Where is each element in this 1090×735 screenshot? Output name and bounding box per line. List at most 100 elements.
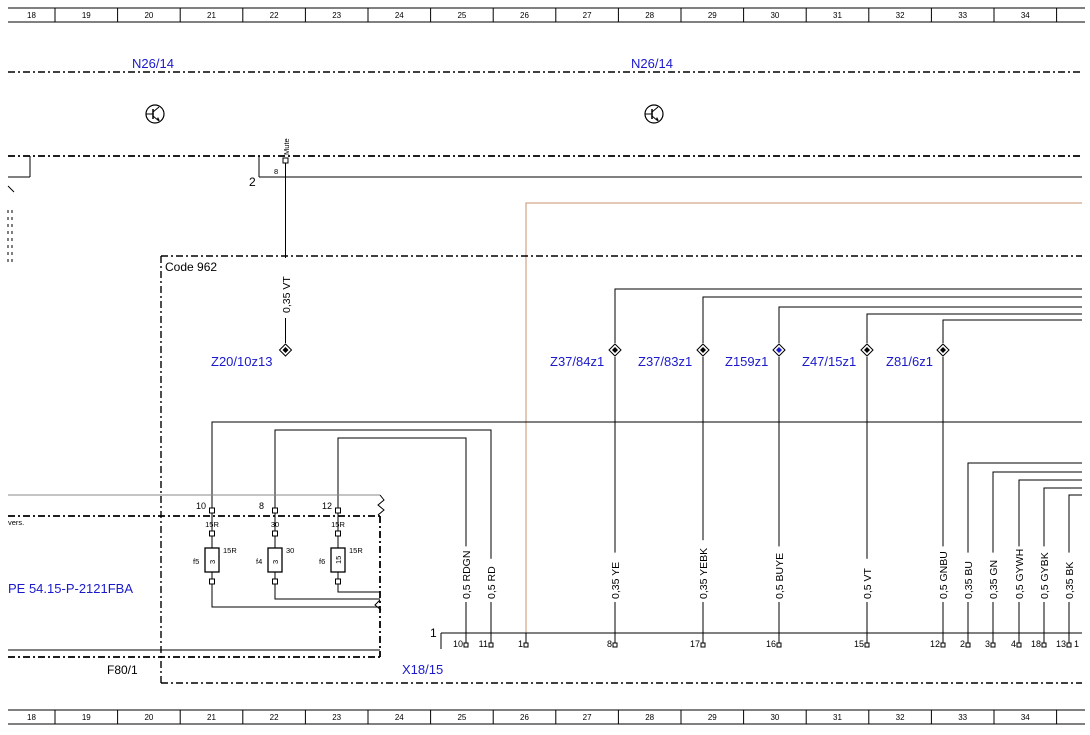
fuse-rating: 30 xyxy=(286,546,294,555)
splice-label: Z20/10z13 xyxy=(211,354,272,369)
splice-z81-6z1[interactable]: Z81/6z1 xyxy=(886,343,950,369)
connector-pin-terminal xyxy=(940,642,946,648)
ruler-label: 32 xyxy=(896,11,905,20)
ruler-label: 20 xyxy=(144,11,153,20)
ruler-label: 28 xyxy=(645,713,654,722)
ruler-label: 21 xyxy=(207,11,216,20)
fuse-name: f6 xyxy=(319,557,325,566)
ruler-label: 19 xyxy=(82,713,91,722)
splice-z159z1[interactable]: Z159z1 xyxy=(725,343,786,369)
ruler-label: 32 xyxy=(896,713,905,722)
bottom-ruler xyxy=(8,709,1085,725)
ruler-label: 23 xyxy=(332,11,341,20)
splice-z37-83z1[interactable]: Z37/83z1 xyxy=(638,343,710,369)
fuse-bus-wire xyxy=(211,584,380,608)
connector-pin-number: 2 xyxy=(960,639,965,649)
fuse-terminal xyxy=(272,530,278,537)
mute-pin-terminal xyxy=(282,157,289,164)
splice-label: Z81/6z1 xyxy=(886,354,933,369)
fuse-pin-terminal xyxy=(272,507,278,514)
connector-pin-terminal xyxy=(864,642,870,648)
connector-pin-number: 1 xyxy=(518,639,523,649)
fuse-inner-label: 3 xyxy=(208,560,217,564)
ruler-label: 26 xyxy=(520,11,529,20)
ruler-label: 18 xyxy=(27,11,36,20)
fuse-inner-label: 3 xyxy=(271,560,280,564)
fuse-rating: 15R xyxy=(349,546,363,555)
connector-pin-number: 3 xyxy=(985,639,990,649)
ruler-label: 22 xyxy=(270,11,279,20)
wire-label: 0,35 BU xyxy=(963,561,975,599)
pin-2-label: 2 xyxy=(249,175,256,189)
splice-label: Z159z1 xyxy=(725,354,768,369)
connector-pin-terminal xyxy=(1016,642,1022,648)
splice-z37-84z1[interactable]: Z37/84z1 xyxy=(550,343,622,369)
ruler-label: 30 xyxy=(770,11,779,20)
wire-label: 0,35 YE xyxy=(610,562,622,599)
wire-label: 0,35 GN xyxy=(988,560,1000,599)
fuse-feed-wires xyxy=(211,421,1082,642)
fuse-box-border xyxy=(8,494,385,658)
splice-label: Z37/84z1 xyxy=(550,354,604,369)
fuse-rating: 15R xyxy=(223,546,237,555)
connector-pin-number: 15 xyxy=(854,639,864,649)
wire-label: 0,5 RD xyxy=(486,566,498,599)
ruler-label: 27 xyxy=(583,713,592,722)
fuse-terminal xyxy=(335,578,341,585)
left-module-fragment: vers. xyxy=(8,518,24,527)
ruler-label: 25 xyxy=(457,713,466,722)
ruler-label: 33 xyxy=(958,713,967,722)
mute-label: Mute xyxy=(282,138,291,155)
fuse-pin-number: 12 xyxy=(322,501,332,511)
ruler-label: 22 xyxy=(270,713,279,722)
ruler-label: 34 xyxy=(1021,713,1030,722)
ruler-label: 18 xyxy=(27,713,36,722)
connector-pin-number: 17 xyxy=(690,639,700,649)
n26-label-left[interactable]: N26/14 xyxy=(132,56,174,71)
ruler-label: 21 xyxy=(207,713,216,722)
wire-label: 0,5 GNBU xyxy=(938,551,950,599)
connector-pin-terminal xyxy=(1066,642,1072,648)
n26-label-right[interactable]: N26/14 xyxy=(631,56,673,71)
connector-pin-number: 13 xyxy=(1056,639,1066,649)
connector-pin-number: 8 xyxy=(607,639,612,649)
ruler-label: 25 xyxy=(457,11,466,20)
splice-z20-10z13[interactable]: Z20/10z13 xyxy=(211,343,293,369)
fuse-terminal xyxy=(209,578,215,585)
wire-label: 0,5 BUYE xyxy=(774,553,786,599)
fuse-terminal xyxy=(335,530,341,537)
connector-pin-terminal xyxy=(965,642,971,648)
shield-wire xyxy=(525,202,1082,642)
connector-pin-terminal xyxy=(488,642,494,648)
left-module-link[interactable]: PE 54.15-P-2121FBA xyxy=(8,581,133,596)
splice-z47-15z1[interactable]: Z47/15z1 xyxy=(802,343,874,369)
connector-pin-number: 4 xyxy=(1011,639,1016,649)
splice-label: Z47/15z1 xyxy=(802,354,856,369)
ground-symbol-icon xyxy=(644,104,664,124)
top-ruler xyxy=(8,7,1085,23)
splice-label: Z37/83z1 xyxy=(638,354,692,369)
ruler-label: 29 xyxy=(708,713,717,722)
ruler-label: 28 xyxy=(645,11,654,20)
mute-pin-number: 8 xyxy=(274,167,278,176)
connector-pin1-label: 1 xyxy=(430,626,437,640)
wire-label: 0,5 GYWH xyxy=(1014,549,1026,599)
splice-dot-icon xyxy=(940,347,946,353)
connector-pin-number: 1 xyxy=(1074,639,1079,649)
connector-pin-terminal xyxy=(1041,642,1047,648)
ruler-label: 19 xyxy=(82,11,91,20)
splice-dot-icon xyxy=(776,347,782,353)
connector-pin-number: 10 xyxy=(453,639,463,649)
connector-label[interactable]: X18/15 xyxy=(402,662,443,677)
fuse-name: f5 xyxy=(193,557,199,566)
connector-pin-number: 18 xyxy=(1031,639,1041,649)
fuse-bus-wire xyxy=(274,584,380,600)
wire-label: 0,5 GYBK xyxy=(1039,552,1051,599)
connector-pin-terminal xyxy=(612,642,618,648)
wire-label: 0,5 VT xyxy=(862,567,874,599)
ruler-label: 29 xyxy=(708,11,717,20)
code-962-label: Code 962 xyxy=(165,260,217,274)
